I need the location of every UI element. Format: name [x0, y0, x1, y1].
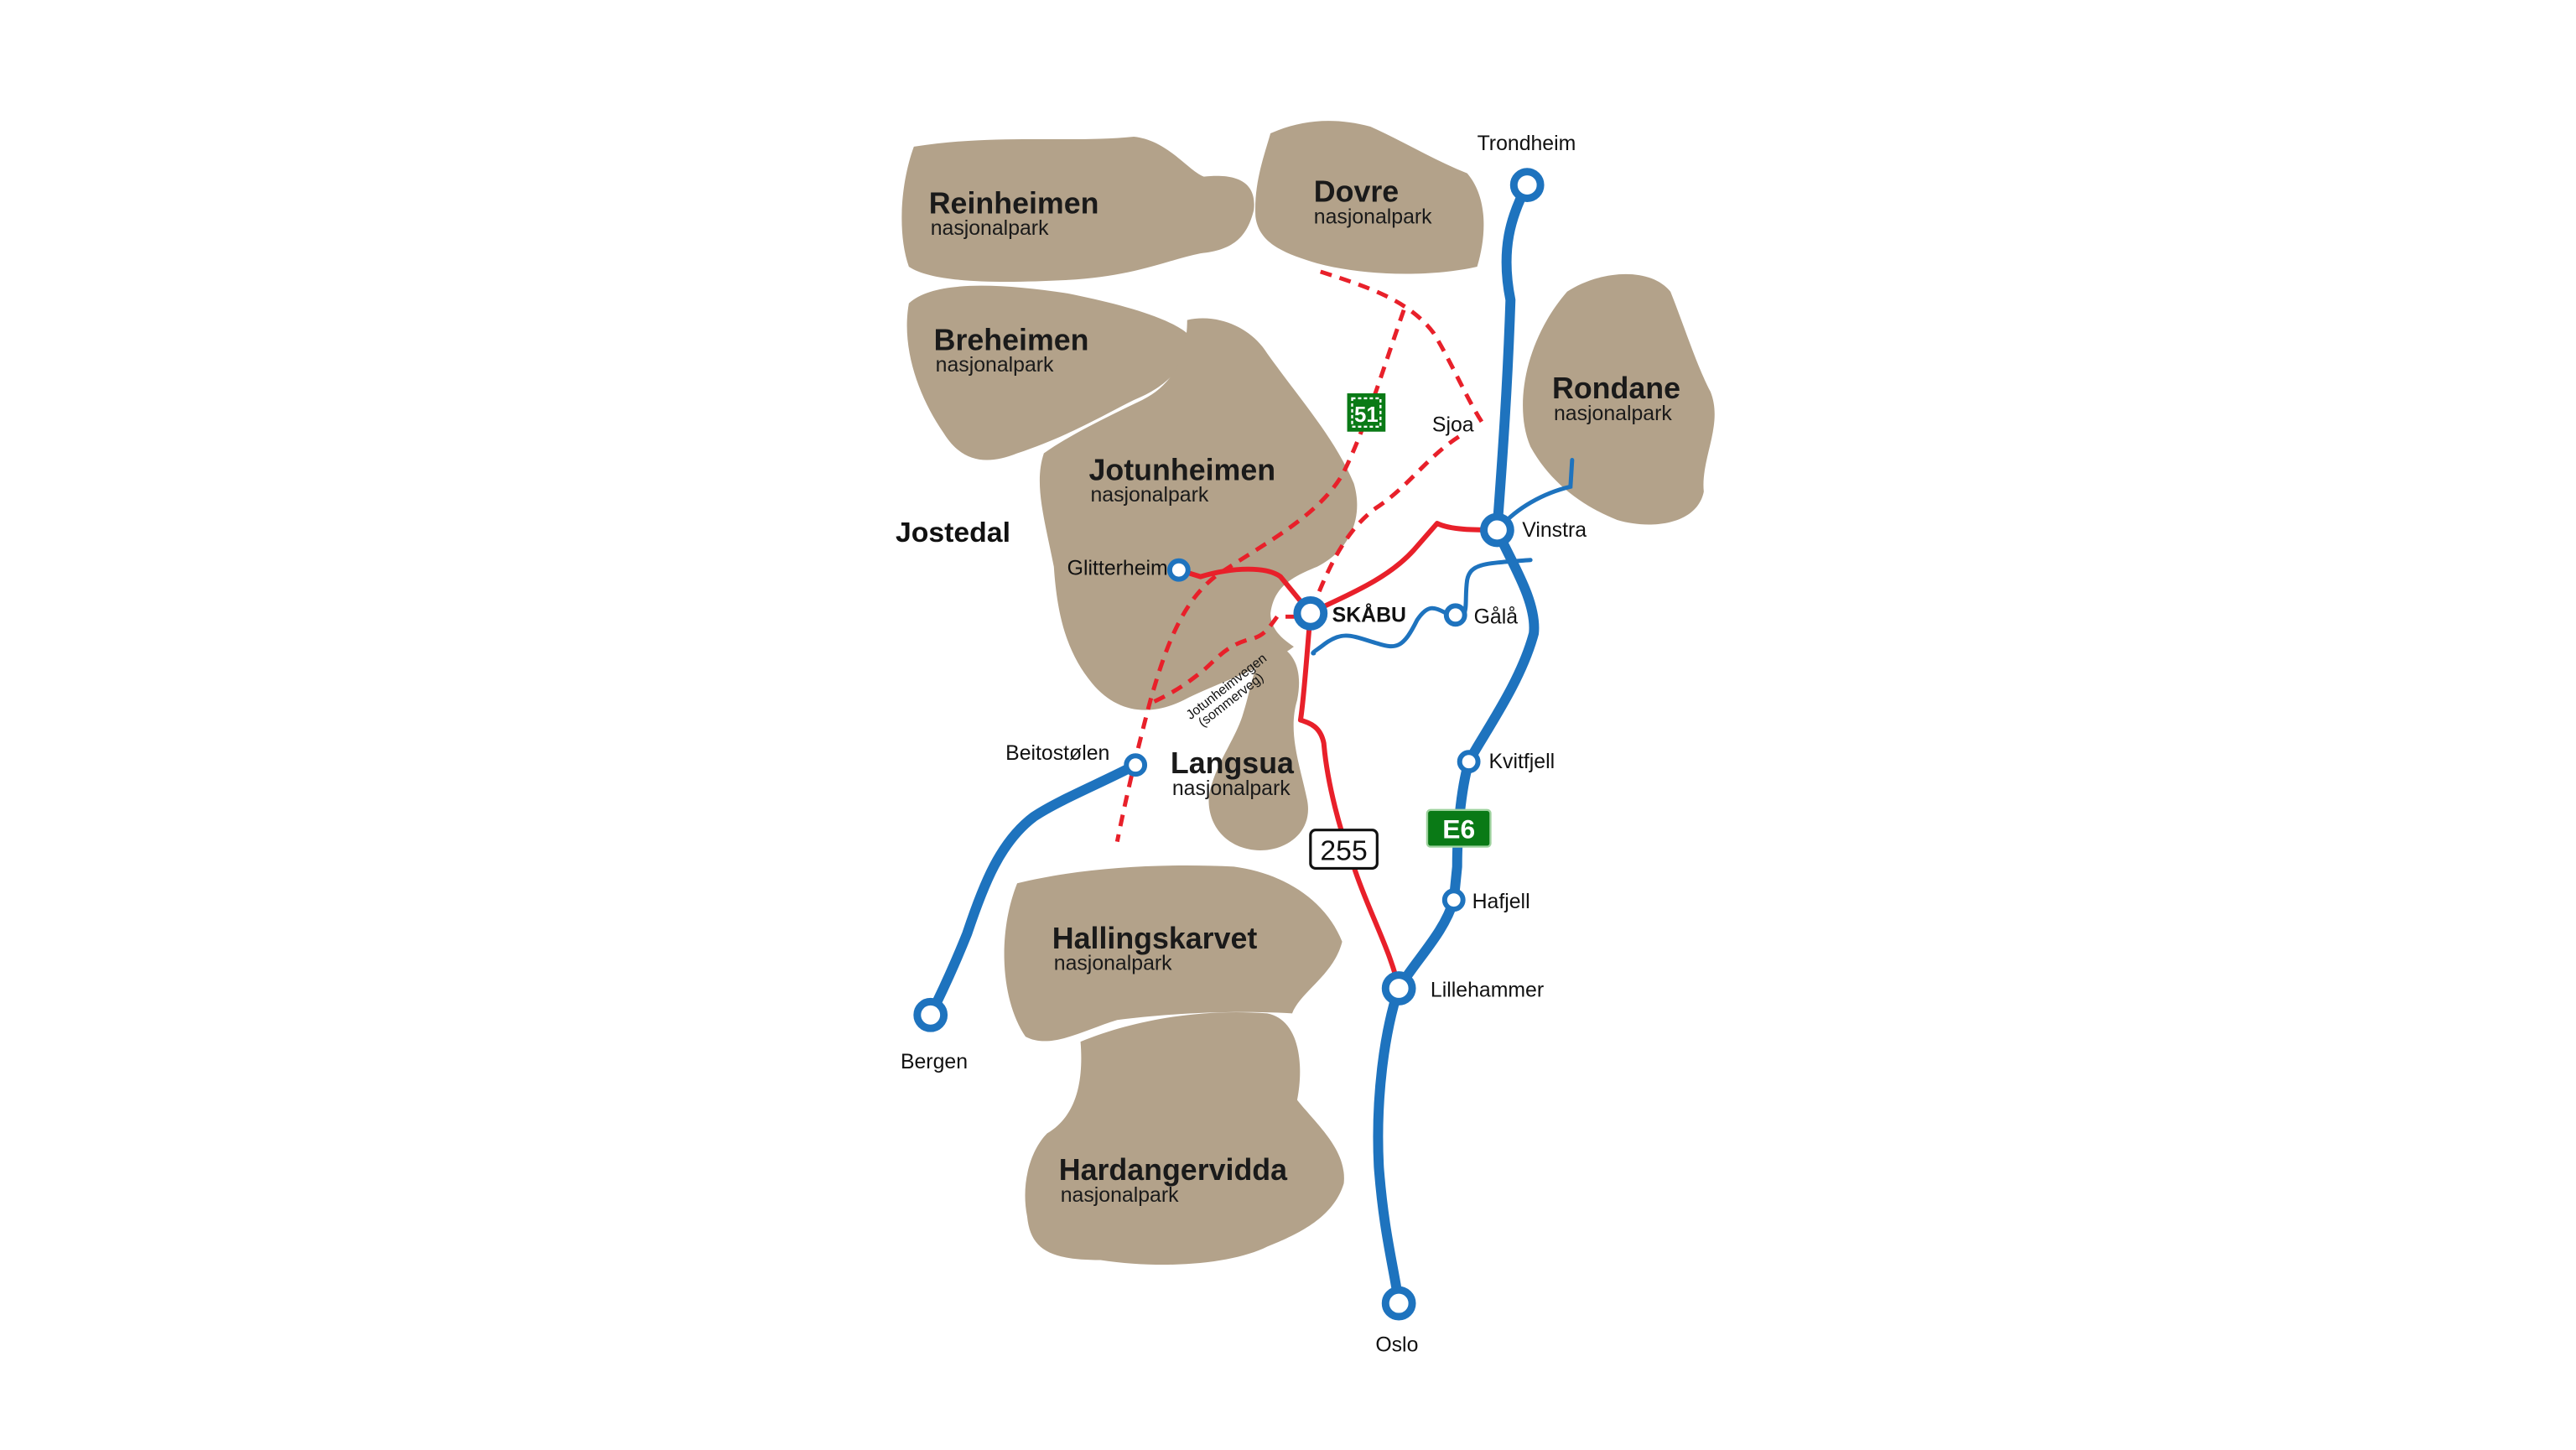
label-hafjell: Hafjell	[1472, 891, 1530, 913]
sign-e6: E6	[1426, 808, 1492, 848]
label-gala: Gålå	[1474, 605, 1519, 628]
node-beitostolen[interactable]	[1124, 753, 1148, 777]
node-trondheim[interactable]	[1509, 168, 1545, 202]
road-bergen	[925, 760, 1141, 1021]
park-name-reinheimen: Reinheimen	[929, 186, 1099, 220]
node-vinstra[interactable]	[1480, 512, 1514, 548]
road-dovre-sjoa	[1319, 269, 1486, 427]
park-breheimen	[906, 285, 1188, 460]
sign-51-label: 51	[1354, 403, 1379, 427]
label-sjoa: Sjoa	[1432, 414, 1474, 437]
park-sub-jotunheimen: nasjonalpark	[1090, 484, 1208, 507]
park-sub-rondane: nasjonalpark	[1554, 403, 1672, 425]
road-sjoa-skabu	[1308, 434, 1461, 615]
park-dovre	[1255, 121, 1484, 274]
node-glitterheim[interactable]	[1166, 558, 1191, 582]
park-reinheimen	[901, 136, 1254, 282]
river-gala	[1311, 558, 1533, 656]
label-oslo: Oslo	[1375, 1334, 1418, 1357]
label-lillehammer: Lillehammer	[1431, 979, 1544, 1001]
park-name-rondane: Rondane	[1552, 372, 1680, 405]
label-bergen: Bergen	[901, 1051, 968, 1073]
park-name-hardangervidda: Hardangervidda	[1059, 1153, 1288, 1187]
region-jostedal: Jostedal	[896, 517, 1010, 548]
park-name-dovre: Dovre	[1314, 174, 1399, 208]
park-sub-reinheimen: nasjonalpark	[931, 217, 1049, 240]
node-oslo[interactable]	[1381, 1286, 1416, 1321]
road-jotunheimvegen	[1149, 614, 1297, 705]
label-beitostolen: Beitostølen	[1005, 742, 1109, 765]
park-name-langsua: Langsua	[1171, 746, 1295, 780]
label-vinstra: Vinstra	[1522, 519, 1587, 542]
park-sub-langsua: nasjonalpark	[1172, 777, 1291, 800]
sign-255-label: 255	[1320, 834, 1367, 866]
node-hafjell[interactable]	[1441, 888, 1466, 912]
park-sub-dovre: nasjonalpark	[1314, 205, 1432, 228]
park-hallingskarvet	[1004, 865, 1343, 1042]
label-trondheim: Trondheim	[1478, 133, 1576, 155]
label-kvitfjell: Kvitfjell	[1488, 751, 1555, 773]
sign-51: 51	[1347, 393, 1386, 432]
node-bergen[interactable]	[913, 997, 948, 1032]
park-sub-hardangervidda: nasjonalpark	[1061, 1184, 1179, 1207]
park-name-jotunheimen: Jotunheimen	[1089, 453, 1276, 486]
park-jotunheimen	[1039, 318, 1358, 710]
node-lillehammer[interactable]	[1381, 971, 1416, 1006]
node-kvitfjell[interactable]	[1457, 750, 1481, 774]
park-sub-hallingskarvet: nasjonalpark	[1054, 953, 1172, 975]
label-skabu: SKÅBU	[1332, 603, 1406, 626]
sign-e6-label: E6	[1442, 814, 1475, 845]
park-hardangervidda	[1025, 1011, 1344, 1266]
sign-255: 255	[1309, 829, 1379, 871]
park-sub-breheimen: nasjonalpark	[936, 354, 1054, 377]
park-langsua	[1208, 642, 1308, 850]
park-name-breheimen: Breheimen	[934, 323, 1089, 356]
node-gala[interactable]	[1443, 603, 1467, 627]
park-name-hallingskarvet: Hallingskarvet	[1052, 922, 1258, 955]
node-skabu[interactable]	[1293, 595, 1328, 631]
label-glitterheim: Glitterheim	[1067, 558, 1168, 580]
road-e6	[1373, 179, 1540, 1309]
road-255	[1177, 521, 1498, 990]
